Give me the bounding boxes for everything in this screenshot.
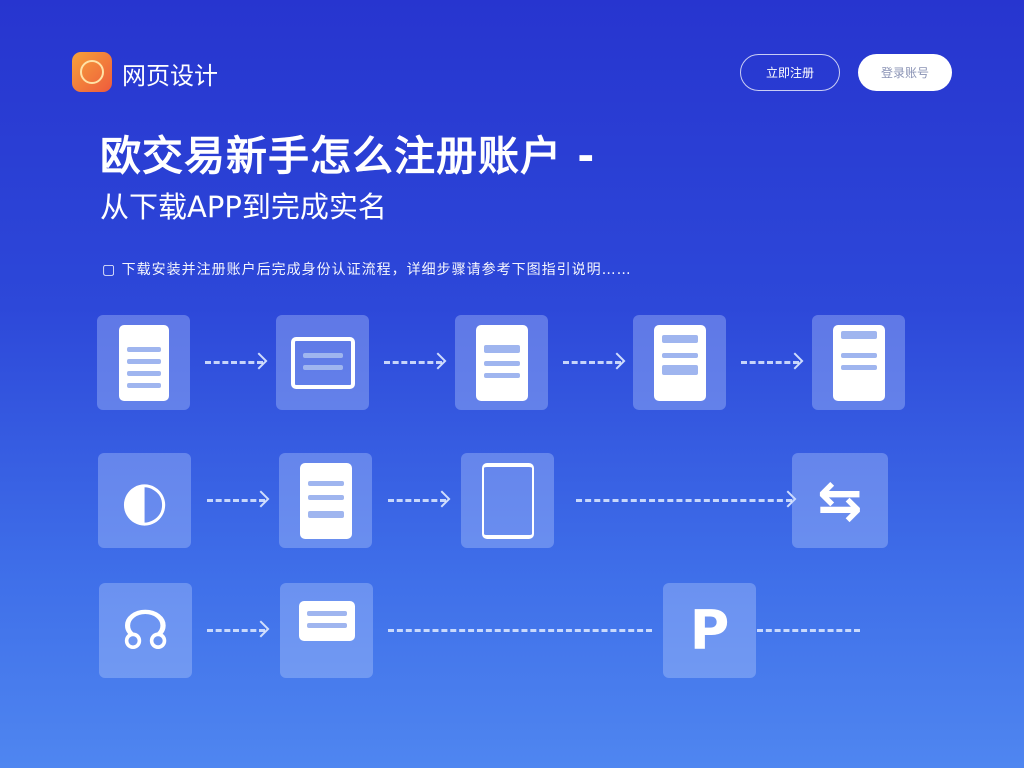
step-review[interactable] — [280, 583, 373, 678]
page-description: ▢ 下载安装并注册账户后完成身份认证流程，详细步骤请参考下图指引说明…… — [102, 262, 632, 278]
swap-icon: ⇆ — [817, 469, 863, 532]
flow-line — [388, 629, 652, 632]
flow-arrow — [207, 629, 265, 632]
document-icon — [832, 324, 885, 401]
mobile-icon — [653, 324, 706, 401]
flow-arrow — [576, 499, 792, 502]
user-icon: ☊ — [121, 599, 170, 662]
flow-arrow — [384, 361, 442, 364]
flow-arrow — [207, 499, 265, 502]
screen-icon — [290, 336, 355, 389]
p-icon: P — [689, 599, 730, 662]
flow-arrow — [388, 499, 446, 502]
scan-icon — [481, 462, 534, 539]
step-set-password[interactable] — [812, 315, 905, 410]
flow-line — [757, 629, 860, 632]
brand-logo[interactable] — [72, 52, 112, 92]
brand-name[interactable]: 网页设计 — [122, 62, 218, 90]
step-scan[interactable] — [461, 453, 554, 548]
face-icon: ◐ — [120, 469, 169, 532]
step-complete[interactable]: ⇆ — [792, 453, 888, 548]
step-verify-phone[interactable] — [633, 315, 726, 410]
page-title: 欧交易新手怎么注册账户 - — [100, 132, 596, 180]
id-card-icon — [299, 462, 352, 539]
step-identity[interactable]: ◐ — [98, 453, 191, 548]
step-support[interactable]: ☊ — [99, 583, 192, 678]
page-subtitle: 从下载APP到完成实名 — [100, 190, 387, 224]
monitor-icon — [298, 600, 355, 641]
form-icon — [475, 324, 528, 401]
flow-arrow — [563, 361, 621, 364]
step-finish[interactable]: P — [663, 583, 756, 678]
step-download-app[interactable] — [97, 315, 190, 410]
flow-arrow — [741, 361, 799, 364]
flow-arrow — [205, 361, 263, 364]
step-id-card[interactable] — [279, 453, 372, 548]
step-open-app[interactable] — [276, 315, 369, 410]
phone-icon — [118, 324, 169, 401]
step-register-form[interactable] — [455, 315, 548, 410]
register-button[interactable]: 立即注册 — [740, 54, 840, 91]
login-button[interactable]: 登录账号 — [858, 54, 952, 91]
